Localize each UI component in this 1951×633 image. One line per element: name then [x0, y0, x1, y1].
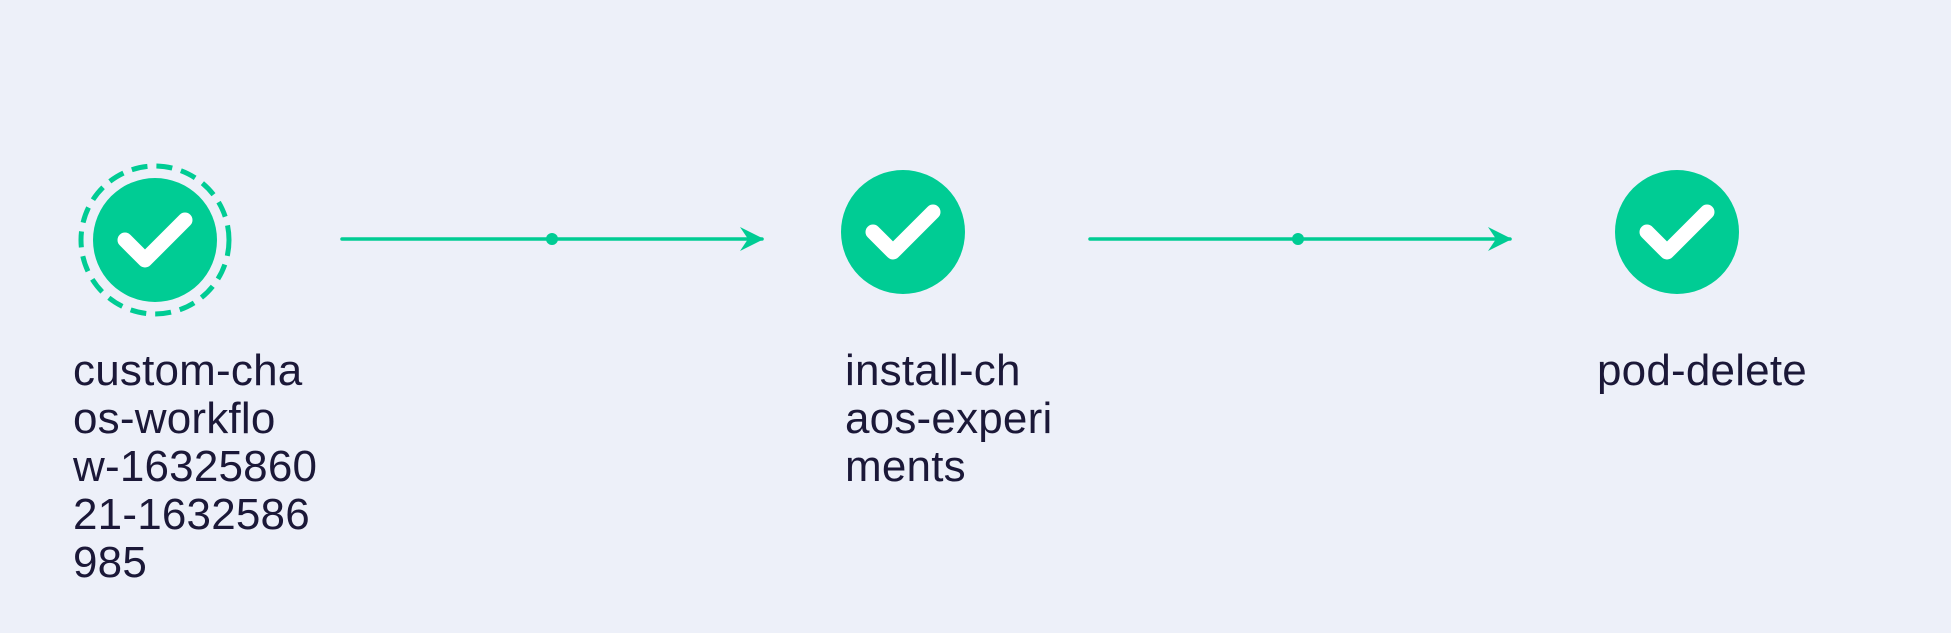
node-label: custom-cha os-workflo w-16325860 21-1632… — [73, 346, 318, 587]
node-pod-delete[interactable]: pod-delete — [1590, 160, 1870, 410]
arrowhead-icon — [740, 227, 764, 251]
edge-midpoint-dot — [1292, 233, 1304, 245]
edge-install-chaos-experiments-to-pod-delete — [1088, 227, 1512, 251]
node-install-chaos-experiments[interactable]: install-ch aos-experi ments — [840, 160, 1130, 500]
arrowhead-icon — [1488, 227, 1512, 251]
node-label: pod-delete — [1597, 346, 1807, 395]
node-label: install-ch aos-experi ments — [845, 346, 1053, 491]
check-circle-icon — [841, 170, 965, 294]
edge-custom-chaos-workflow-to-install-chaos-experiments — [340, 227, 764, 251]
check-circle-icon — [1615, 170, 1739, 294]
selection-ring — [78, 163, 232, 317]
edge-midpoint-dot — [546, 233, 558, 245]
check-circle-icon — [78, 163, 232, 317]
node-custom-chaos-workflow[interactable]: custom-cha os-workflo w-16325860 21-1632… — [60, 155, 390, 595]
